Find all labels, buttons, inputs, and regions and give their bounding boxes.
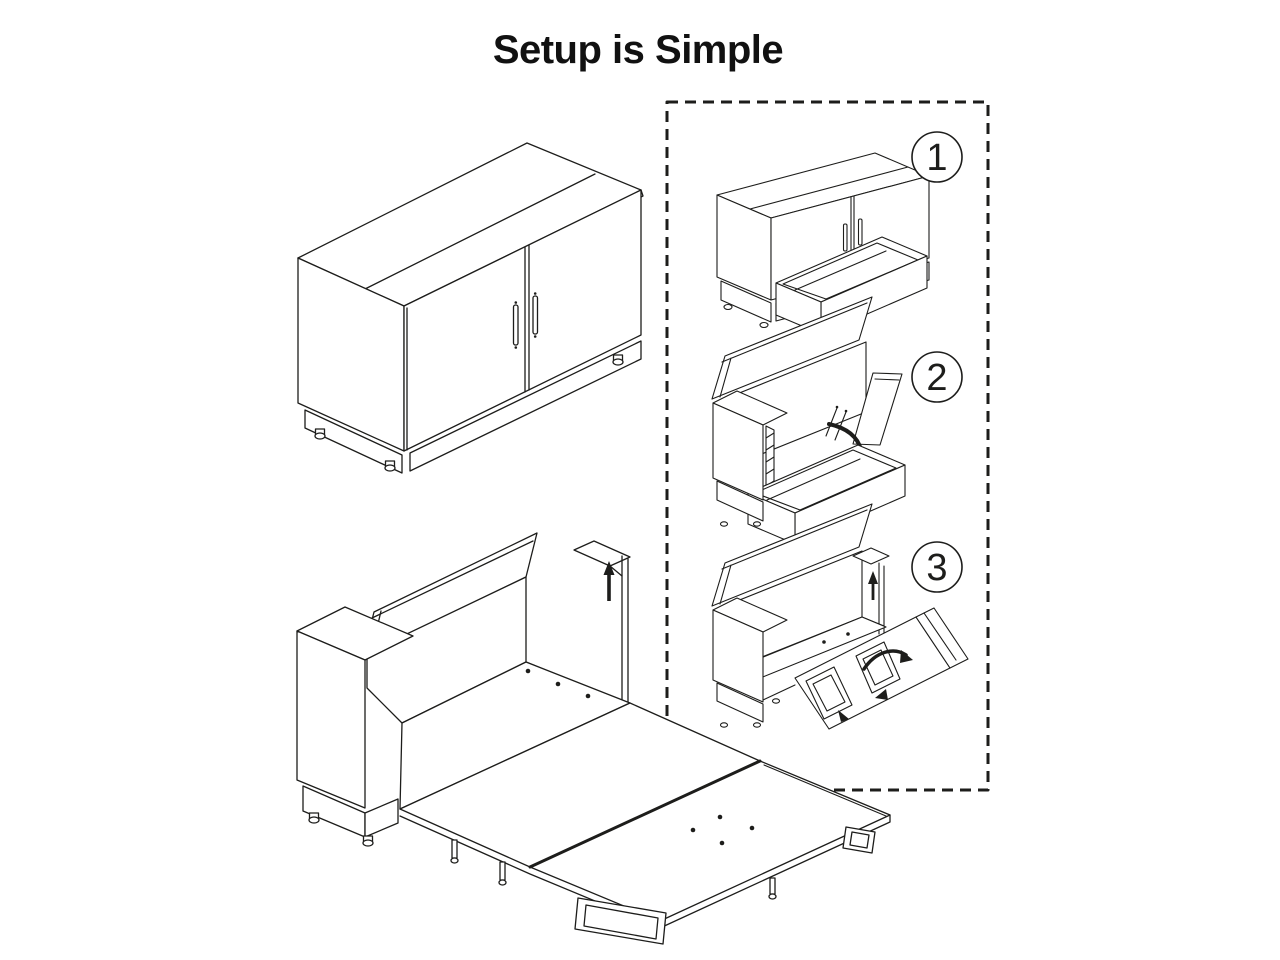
right-u-leg xyxy=(842,826,876,854)
step-3-figure xyxy=(711,503,969,730)
deck-dots xyxy=(690,814,755,846)
deck-seam xyxy=(528,759,762,869)
door-divider xyxy=(524,244,530,393)
cabinet-plinth-left xyxy=(304,409,403,474)
floor-dots xyxy=(525,668,591,699)
cabinet-top-seam xyxy=(364,173,596,290)
folded-leg-frame xyxy=(805,666,853,720)
folded-leg-frame xyxy=(855,641,901,694)
left-door-handle xyxy=(512,304,519,346)
lift-arrow-icon xyxy=(603,561,615,601)
step-3: 3 xyxy=(711,503,969,730)
step-1-badge: 1 xyxy=(911,131,963,183)
step-1-number: 1 xyxy=(926,137,947,179)
steps-panel-border xyxy=(665,100,990,792)
step-3-badge: 3 xyxy=(911,541,963,593)
lift-arrow-icon xyxy=(868,571,878,600)
mini-right-panel xyxy=(852,547,890,638)
step-3-badge-circle xyxy=(911,541,963,593)
front-u-leg xyxy=(574,897,667,945)
step-1: 1 xyxy=(716,131,963,335)
folding-front-panel xyxy=(852,372,903,446)
closed-cabinet-figure xyxy=(297,142,644,474)
step-2-badge: 2 xyxy=(911,351,963,403)
step-1-figure xyxy=(716,152,931,335)
mini-raised-lid xyxy=(711,503,873,607)
small-arrow-icon xyxy=(875,689,888,700)
mini-left-tower xyxy=(712,597,788,728)
deck-foot-rail xyxy=(915,607,969,669)
left-side-tower xyxy=(296,606,414,847)
open-bed-figure xyxy=(296,532,891,945)
step-2-figure xyxy=(711,296,906,545)
cabinet-plinth-front xyxy=(409,340,642,472)
step-1-badge-circle xyxy=(911,131,963,183)
deck-support-slats xyxy=(450,839,777,900)
step-2-number: 2 xyxy=(926,357,947,399)
step-2-badge-circle xyxy=(911,351,963,403)
unfold-arrow-icon xyxy=(862,649,913,671)
page-title: Setup is Simple xyxy=(493,28,783,72)
step-3-number: 3 xyxy=(926,547,947,589)
mini-handle xyxy=(842,223,848,252)
right-door-handle xyxy=(532,295,539,335)
small-arrow-icon xyxy=(838,710,849,722)
mini-left-tower xyxy=(712,390,788,527)
mini-handle xyxy=(857,218,863,246)
door-handles xyxy=(512,292,539,349)
cabinet-door-face xyxy=(403,189,642,452)
cabinet-feet xyxy=(314,354,624,472)
mini-raised-lid xyxy=(711,296,873,400)
unfolding-deck xyxy=(794,607,969,730)
step-2: 2 xyxy=(711,296,963,545)
